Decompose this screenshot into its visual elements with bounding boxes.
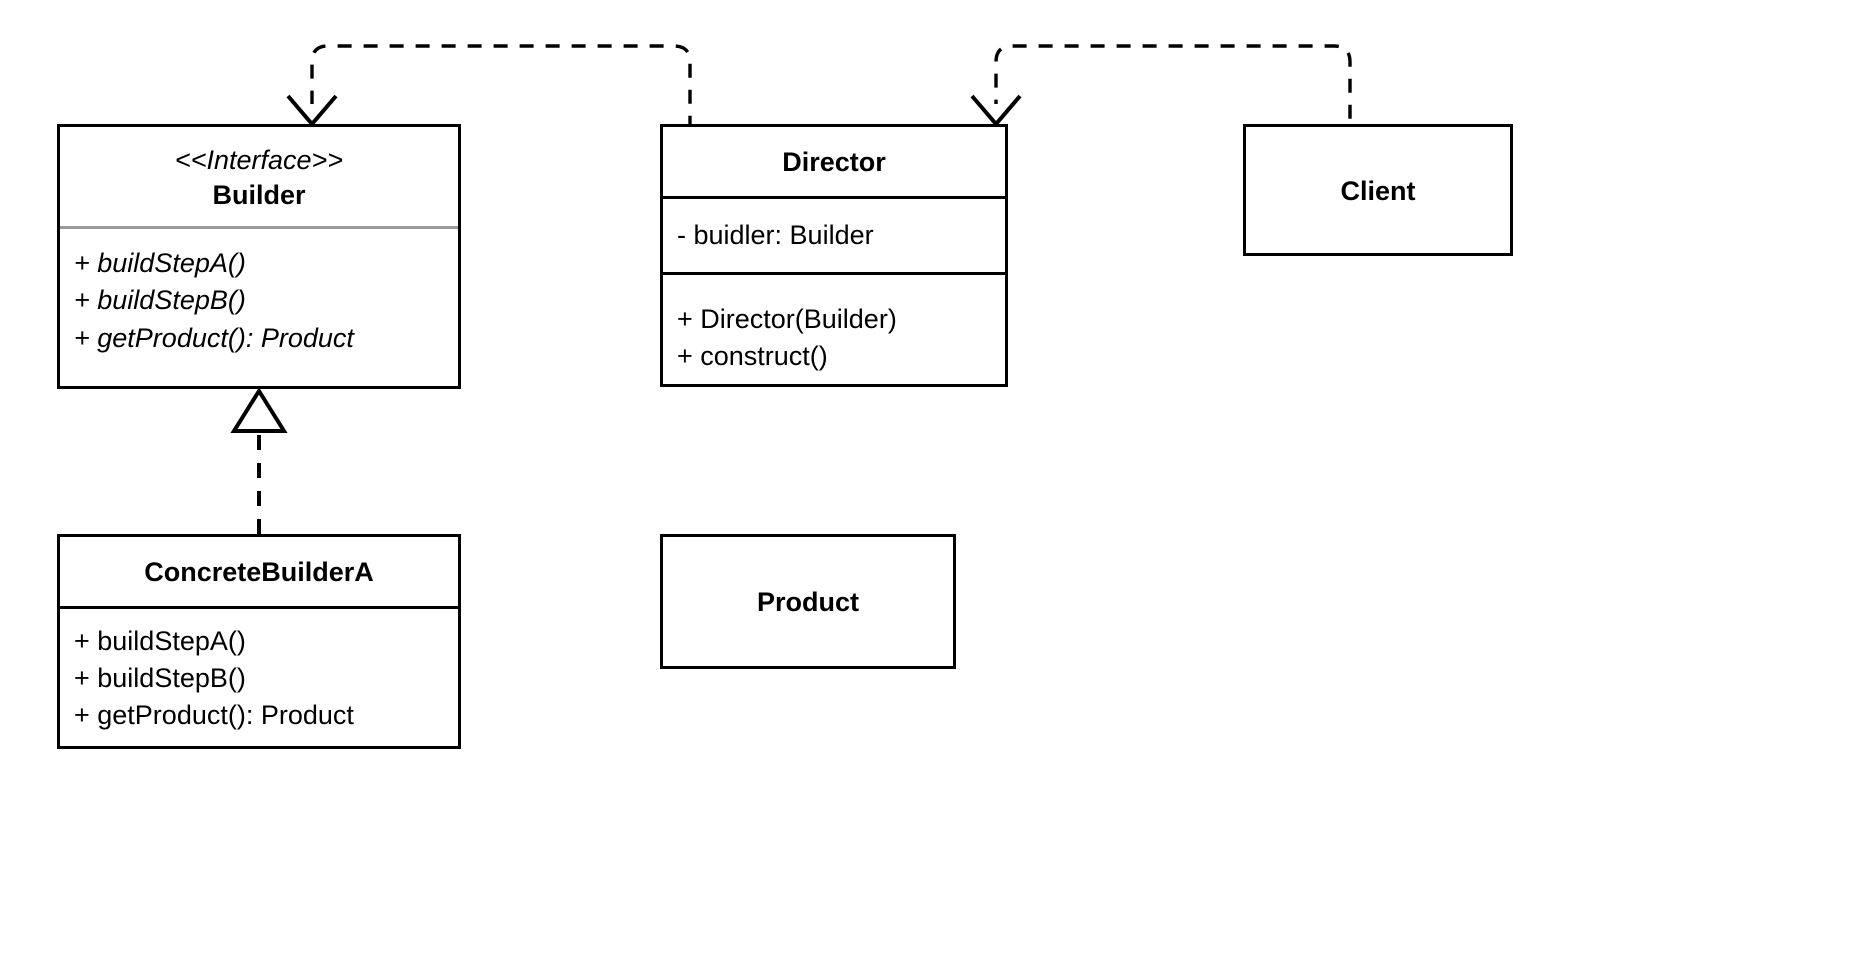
attribute-item: - buidler: Builder (677, 219, 874, 250)
class-header-concretebuildera: ConcreteBuilderA (60, 537, 458, 606)
class-name-concretebuildera: ConcreteBuilderA (144, 557, 374, 587)
member-item: + buildStepA() (74, 248, 246, 279)
class-name-builder: Builder (212, 179, 306, 210)
operation-list-director: + Director(Builder) + construct() (677, 301, 1005, 376)
uml-class-concretebuildera[interactable]: ConcreteBuilderA + buildStepA() + buildS… (57, 534, 461, 749)
class-members-builder: + buildStepA() + buildStepB() + getProdu… (60, 226, 458, 371)
class-header-client: Client (1246, 127, 1510, 219)
operation-item: + Director(Builder) (677, 303, 897, 334)
class-attributes-director: - buidler: Builder (663, 195, 1005, 272)
arrowhead-hollow-triangle-builder (230, 387, 288, 433)
member-list-builder: + buildStepA() + buildStepB() + getProdu… (74, 245, 458, 357)
class-members-concretebuildera: + buildStepA() + buildStepB() + getProdu… (60, 605, 458, 749)
class-header-product: Product (663, 537, 953, 630)
class-name-product: Product (756, 587, 859, 617)
member-item: + getProduct(): Product (74, 700, 354, 731)
operation-item: + construct() (677, 341, 828, 372)
uml-class-director[interactable]: Director - buidler: Builder + Director(B… (660, 124, 1008, 387)
member-item: + buildStepB() (74, 662, 246, 693)
member-item: + getProduct(): Product (74, 322, 354, 353)
class-name-client: Client (1340, 176, 1416, 206)
uml-class-product[interactable]: Product (660, 534, 956, 669)
class-stereotype-builder: <<Interface>> (174, 145, 344, 175)
class-header-builder: <<Interface>> Builder (60, 127, 458, 226)
member-list-concretebuildera: + buildStepA() + buildStepB() + getProdu… (74, 623, 458, 735)
uml-class-builder[interactable]: <<Interface>> Builder + buildStepA() + b… (57, 124, 461, 389)
member-item: + buildStepA() (74, 625, 246, 656)
class-header-director: Director (663, 127, 1005, 196)
member-item: + buildStepB() (74, 285, 246, 316)
class-operations-director: + Director(Builder) + construct() (663, 271, 1005, 392)
class-name-director: Director (782, 147, 886, 177)
uml-class-client[interactable]: Client (1243, 124, 1513, 256)
attribute-list-director: - buidler: Builder (677, 217, 1005, 254)
